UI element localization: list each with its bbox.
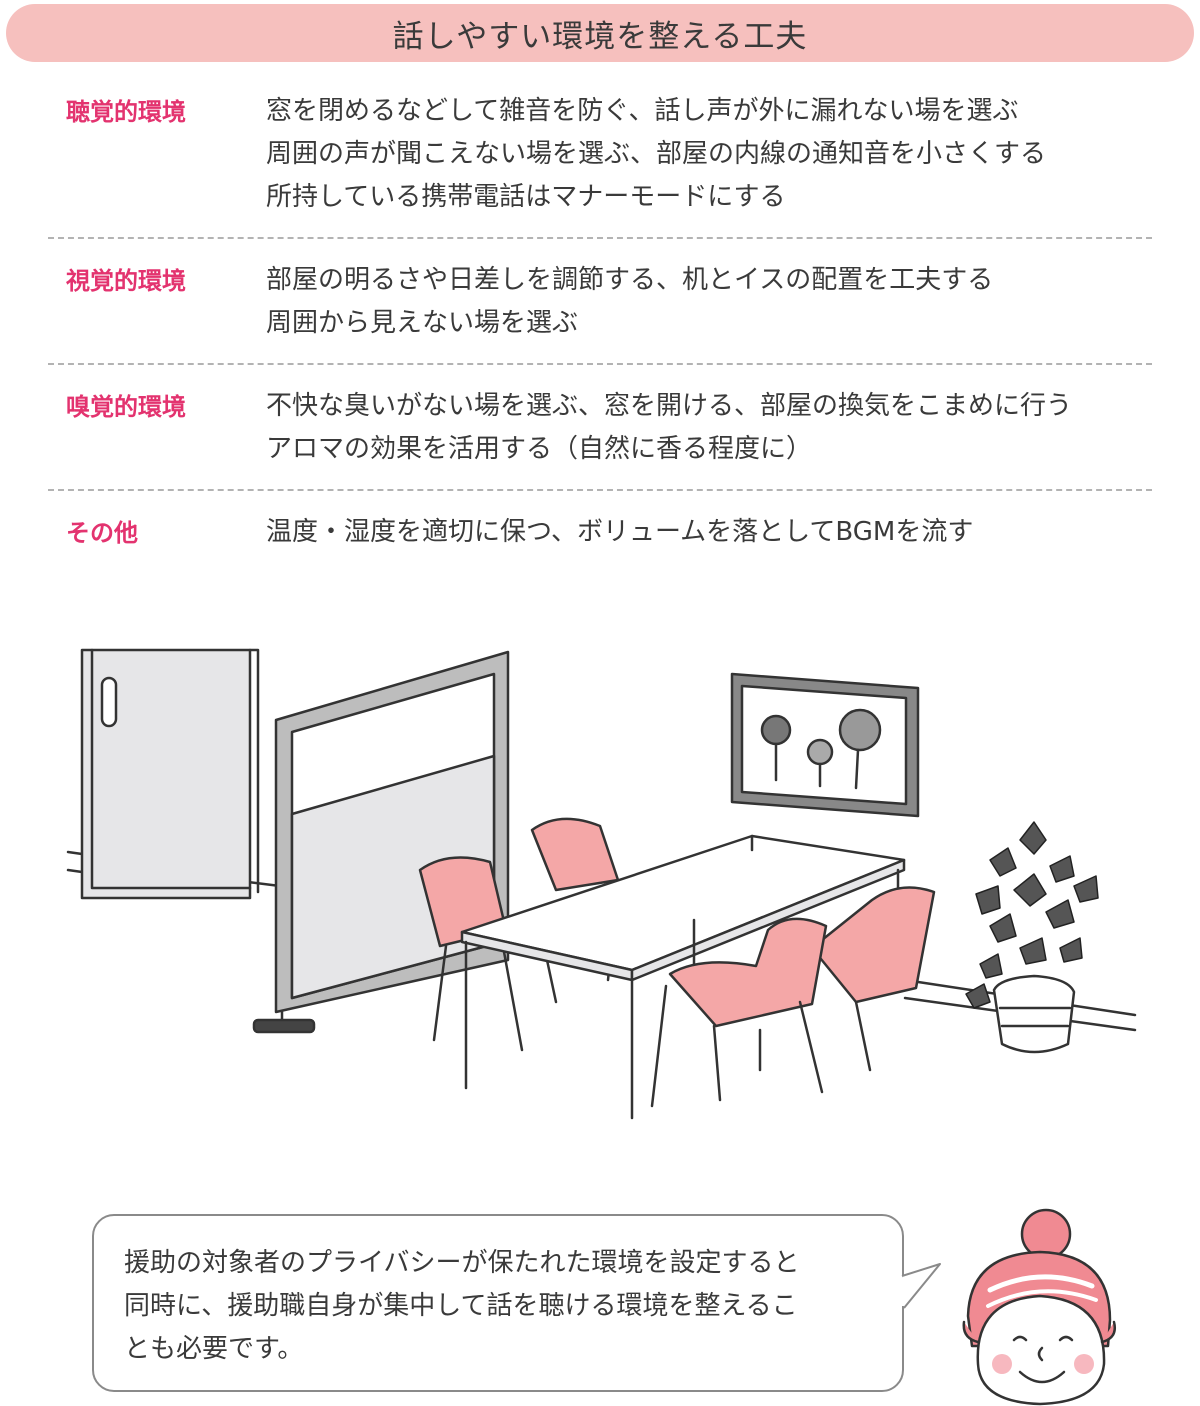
speech-bubble: 援助の対象者のプライバシーが保たれた環境を設定すると 同時に、援助職自身が集中し… (92, 1214, 904, 1392)
door-icon (80, 648, 260, 900)
list-item-hearing: 聴覚的環境 窓を閉めるなどして雑音を防ぐ、話し声が外に漏れない場を選ぶ 周囲の声… (48, 82, 1152, 237)
plant-icon (965, 821, 1099, 1054)
row-label: 視覚的環境 (66, 267, 186, 295)
list-item-smell: 嗅覚的環境 不快な臭いがない場を選ぶ、窓を開ける、部屋の換気をこまめに行う アロ… (48, 363, 1152, 489)
smiling-woman-icon (962, 1208, 1116, 1406)
list-item-other: その他 温度・湿度を適切に保つ、ボリュームを落としてBGMを流す (48, 489, 1152, 573)
meeting-room-illustration (66, 648, 1137, 1120)
list-item-visual: 視覚的環境 部屋の明るさや日差しを調節する、机とイスの配置を工夫する 周囲から見… (48, 237, 1152, 363)
row-text: 不快な臭いがない場を選ぶ、窓を開ける、部屋の換気をこまめに行う (266, 391, 1073, 421)
page-title: 話しやすい環境を整える工夫 (392, 18, 808, 55)
row-text: 温度・湿度を適切に保つ、ボリュームを落としてBGMを流す (266, 517, 974, 547)
row-text: アロマの効果を活用する（自然に香る程度に） (266, 434, 813, 464)
row-text: 周囲の声が聞こえない場を選ぶ、部屋の内線の通知音を小さくする (266, 139, 1047, 169)
row-label: 聴覚的環境 (66, 98, 186, 126)
table-icon (460, 834, 906, 1120)
row-text: 窓を閉めるなどして雑音を防ぐ、話し声が外に漏れない場を選ぶ (266, 96, 1019, 126)
bubble-tail (900, 1263, 941, 1309)
partition-icon (252, 650, 510, 1034)
bubble-text: 援助の対象者のプライバシーが保たれた環境を設定すると (124, 1248, 800, 1278)
picture-icon (730, 672, 920, 818)
row-label: 嗅覚的環境 (66, 393, 186, 421)
row-label: その他 (66, 519, 138, 547)
row-text: 周囲から見えない場を選ぶ (266, 308, 579, 338)
bubble-text: とも必要です。 (124, 1334, 304, 1364)
bubble-text: 同時に、援助職自身が集中して話を聴ける環境を整えるこ (124, 1291, 798, 1321)
row-text: 部屋の明るさや日差しを調節する、机とイスの配置を工夫する (266, 265, 994, 295)
row-text: 所持している携帯電話はマナーモードにする (266, 182, 786, 212)
environment-list: 聴覚的環境 窓を閉めるなどして雑音を防ぐ、話し声が外に漏れない場を選ぶ 周囲の声… (48, 82, 1152, 573)
title-banner: 話しやすい環境を整える工夫 (6, 4, 1194, 62)
